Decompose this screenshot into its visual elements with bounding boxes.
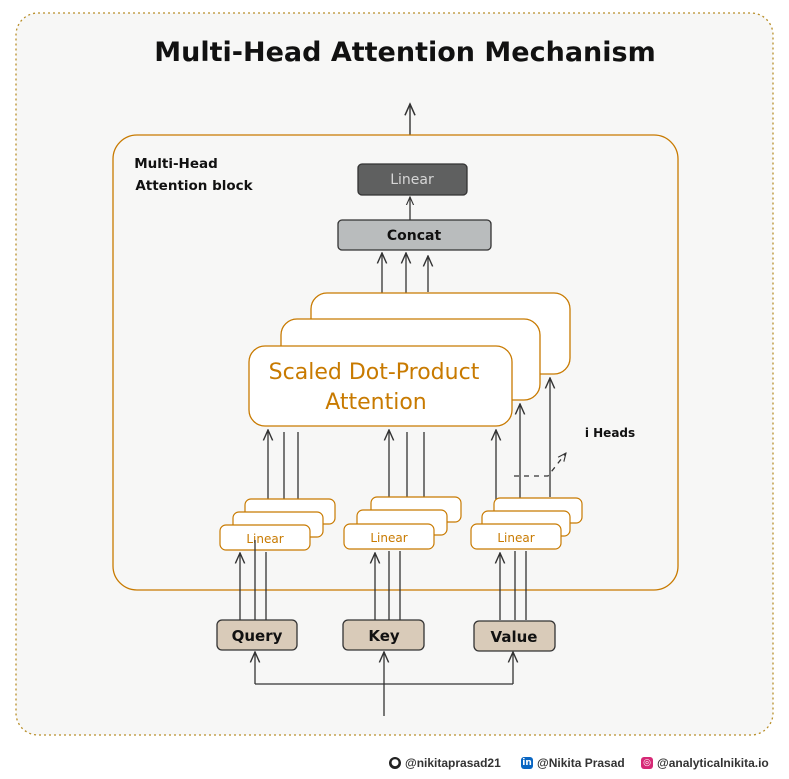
footer-github[interactable]: ● @nikitaprasad21 <box>389 756 501 770</box>
linear-output-box <box>357 163 468 196</box>
query-linear-box-1 <box>219 524 311 551</box>
value-input-label: Value <box>491 628 538 646</box>
footer-linkedin[interactable]: in @Nikita Prasad <box>521 756 625 770</box>
key-linear-label: Linear <box>370 531 407 545</box>
concat-label: Concat <box>387 228 442 244</box>
sdpa-label-line1: Scaled Dot-Product <box>269 360 480 385</box>
github-icon: ● <box>389 757 401 769</box>
linkedin-icon: in <box>521 757 533 769</box>
heads-dashed-arrow <box>514 453 566 477</box>
sdpa-box-head1 <box>248 345 513 427</box>
concat-box <box>337 219 492 251</box>
key-linear-box-1 <box>343 523 435 550</box>
query-linear-label: Linear <box>246 532 283 546</box>
sdpa-label-line2: Attention <box>325 390 427 415</box>
diagram-title: Multi-Head Attention Mechanism <box>154 37 655 68</box>
instagram-handle: @analyticalnikita.io <box>657 756 769 770</box>
query-input-label: Query <box>232 627 283 645</box>
value-linear-label: Linear <box>497 531 534 545</box>
query-input-arrows <box>240 540 267 620</box>
footer-instagram[interactable]: ◎ @analyticalnikita.io <box>641 756 769 770</box>
key-input-label: Key <box>368 627 400 645</box>
query-input-box <box>216 619 298 651</box>
heads-label: i Heads <box>585 426 635 440</box>
linkedin-handle: @Nikita Prasad <box>537 756 625 770</box>
key-input-box <box>342 619 425 651</box>
block-label-line2: Attention block <box>135 178 253 194</box>
github-handle: @nikitaprasad21 <box>405 756 501 770</box>
linear-output-label: Linear <box>390 172 434 188</box>
block-label-line1: Multi-Head <box>134 156 218 172</box>
key-input-arrows <box>375 551 401 620</box>
value-linear-box-1 <box>470 523 562 550</box>
instagram-icon: ◎ <box>641 757 653 769</box>
input-distribution-lines <box>255 652 513 716</box>
value-input-arrows <box>500 551 527 620</box>
